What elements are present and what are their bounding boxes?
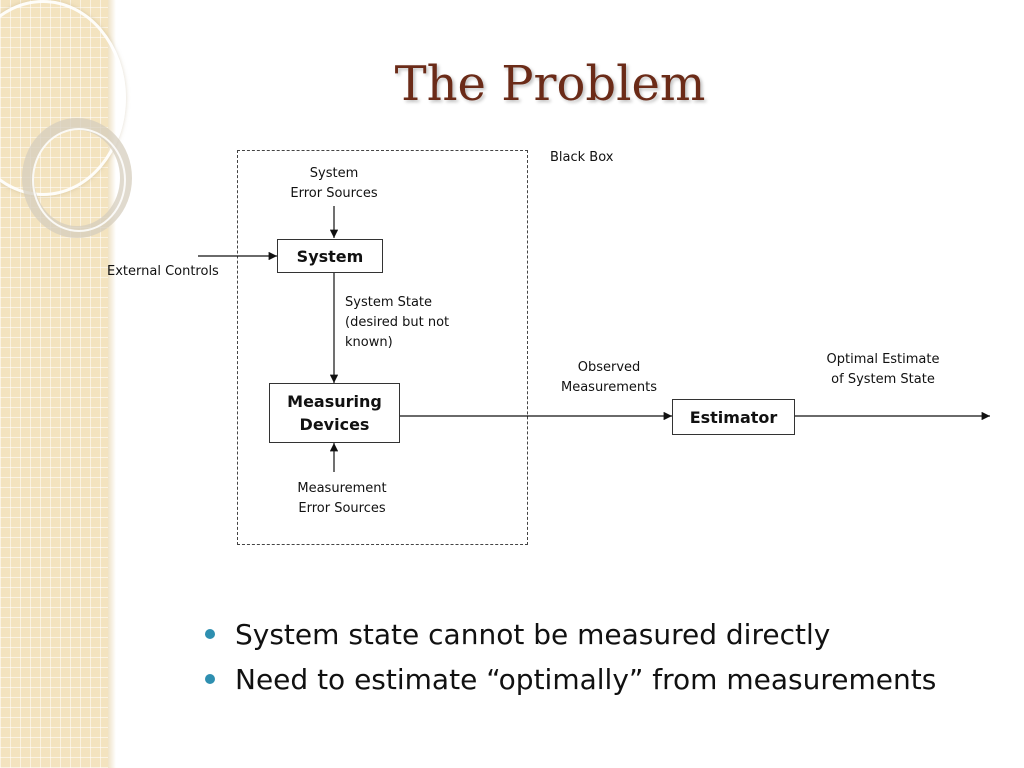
bullet-icon: [205, 629, 215, 639]
black-box-label: Black Box: [550, 150, 614, 165]
decorative-ring-small-highlight: [32, 128, 126, 232]
system-box: System: [277, 239, 383, 273]
system-error-sources-label: System Error Sources: [290, 166, 378, 201]
bullet-list: System state cannot be measured directly…: [205, 612, 936, 702]
bullet-item: Need to estimate “optimally” from measur…: [205, 657, 936, 702]
observed-measurements-label: Observed Measurements: [560, 360, 658, 395]
optimal-estimate-label: Optimal Estimate of System State: [826, 352, 940, 387]
external-controls-label: External Controls: [107, 264, 219, 279]
sidebar-edge: [108, 0, 116, 768]
measuring-devices-box: Measuring Devices: [269, 383, 400, 443]
estimator-box: Estimator: [672, 399, 795, 435]
slide-title: The Problem: [394, 56, 706, 112]
bullet-item: System state cannot be measured directly: [205, 612, 936, 657]
system-state-label: System State (desired but not known): [345, 295, 450, 350]
bullet-text: Need to estimate “optimally” from measur…: [235, 663, 937, 696]
bullet-icon: [205, 674, 215, 684]
measurement-error-sources-label: Measurement Error Sources: [297, 481, 387, 516]
bullet-text: System state cannot be measured directly: [235, 618, 831, 651]
black-box-boundary: [237, 150, 528, 545]
